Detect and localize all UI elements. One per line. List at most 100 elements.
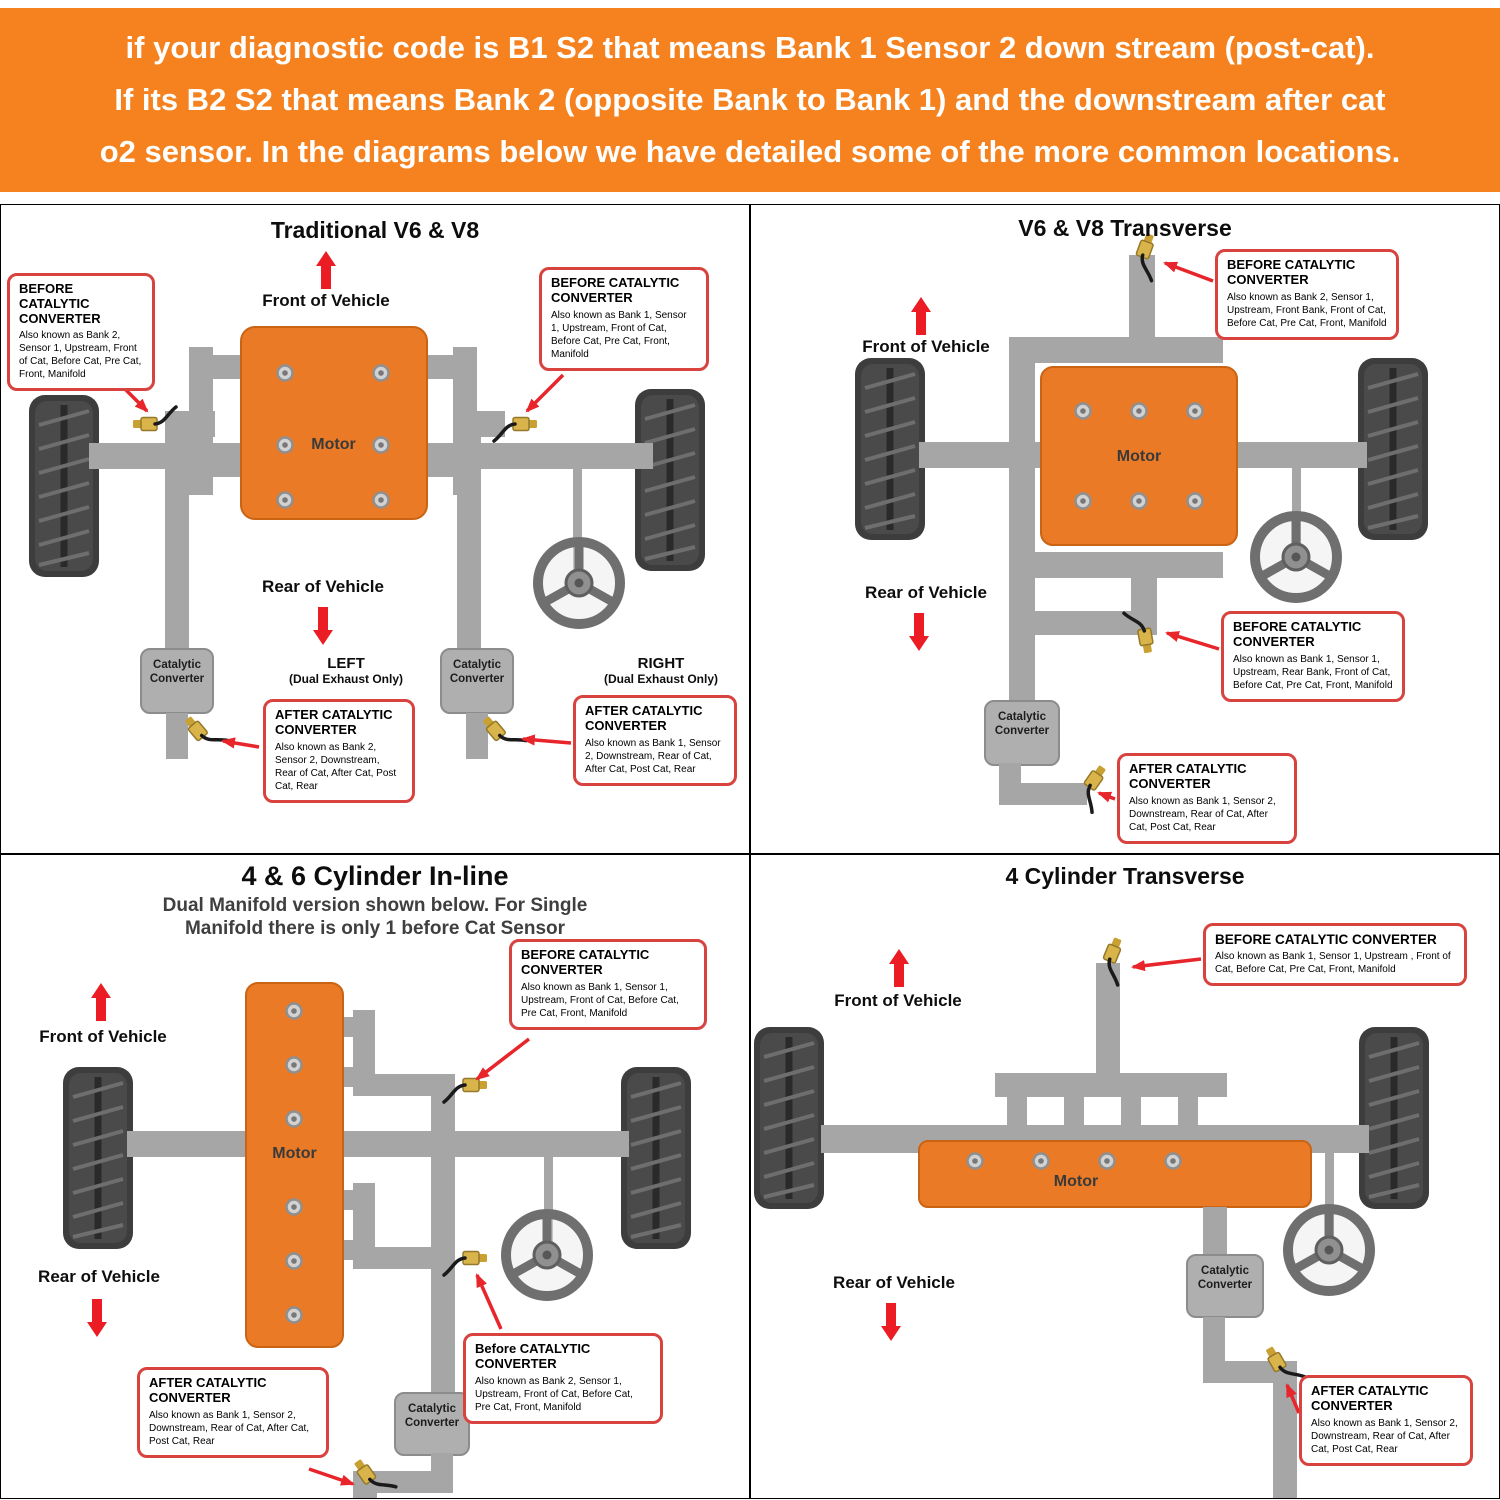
catalytic-converter-label: Catalytic Converter: [404, 1403, 460, 1429]
callout-title: AFTER CATALYTIC CONVERTER: [1311, 1383, 1429, 1413]
bolt-icon: [276, 364, 294, 382]
banner-line-2: If its B2 S2 that means Bank 2 (opposite…: [114, 82, 1386, 117]
panel-subtitle-line2: Manifold there is only 1 before Cat Sens…: [184, 918, 566, 939]
o2-sensor-icon: [478, 705, 528, 758]
exhaust-pipe-shape: [341, 1017, 357, 1037]
tailpipe-shape: [363, 1471, 453, 1493]
callout-before-bank2: Before CATALYTIC CONVERTER Also known as…: [463, 1333, 663, 1424]
o2-sensor-icon: [350, 1449, 398, 1498]
tailpipe-shape: [466, 713, 488, 759]
tire-left-icon: [754, 1027, 824, 1209]
bolt-icon: [285, 1056, 303, 1074]
callout-before-left: BEFORE CATALYTIC CONVERTER Also known as…: [7, 273, 155, 392]
exhaust-pipe-shape: [995, 1073, 1227, 1097]
front-of-vehicle-label: Front of Vehicle: [834, 991, 962, 1010]
bolt-icon: [276, 491, 294, 509]
callout-arrow: [220, 737, 260, 749]
bolt-icon: [1074, 492, 1092, 510]
header-banner: if your diagnostic code is B1 S2 that me…: [0, 8, 1500, 192]
motor-label: Motor: [1053, 1173, 1099, 1190]
o2-sensor-icon: [1071, 761, 1119, 815]
motor-block: [240, 326, 428, 520]
banner-line-3: o2 sensor. In the diagrams below we have…: [99, 134, 1401, 169]
bolt-icon: [1032, 1152, 1050, 1170]
callout-arrow: [520, 734, 572, 746]
left-label: LEFT: [327, 655, 365, 672]
bolt-icon: [1130, 402, 1148, 420]
right-sub-label: (Dual Exhaust Only): [603, 672, 719, 686]
callout-title: BEFORE CATALYTIC CONVERTER: [551, 275, 680, 305]
steering-wheel-icon: [1288, 1209, 1370, 1291]
o2-sensor-icon: [442, 1249, 489, 1277]
callout-title: AFTER CATALYTIC CONVERTER: [149, 1375, 267, 1405]
callout-body: Also known as Bank 1, Sensor 2, Downstre…: [149, 1409, 310, 1447]
diagram-grid: Traditional V6 & V8 Front of Vehicle Rea…: [0, 204, 1500, 1499]
tire-left-icon: [63, 1067, 133, 1249]
front-arrow-icon: [889, 949, 909, 987]
catalytic-converter-label: Catalytic Converter: [1197, 1265, 1253, 1291]
tailpipe-shape: [353, 1471, 377, 1498]
exhaust-pipe-shape: [1064, 1097, 1084, 1145]
exhaust-pipe-shape: [1009, 337, 1035, 703]
tire-left-icon: [855, 358, 925, 540]
axle-shape: [821, 1125, 1369, 1153]
callout-before-rear-bank: BEFORE CATALYTIC CONVERTER Also known as…: [1221, 611, 1405, 702]
front-of-vehicle-label: Front of Vehicle: [862, 337, 990, 356]
callout-body: Also known as Bank 2, Sensor 1, Upstream…: [19, 330, 142, 381]
exhaust-pipe-shape: [1007, 1097, 1027, 1145]
callout-title: BEFORE CATALYTIC CONVERTER: [1233, 619, 1362, 649]
right-label: RIGHT: [637, 655, 685, 672]
exhaust-pipe-shape: [353, 1074, 455, 1096]
rear-arrow-icon: [87, 1299, 107, 1337]
callout-title: BEFORE CATALYTIC CONVERTER: [1227, 257, 1356, 287]
callout-arrow: [308, 1467, 355, 1486]
exhaust-pipe-shape: [353, 1183, 375, 1269]
callout-title: AFTER CATALYTIC CONVERTER: [275, 707, 393, 737]
exhaust-pipe-shape: [1121, 1097, 1141, 1145]
o2-sensor-icon: [1122, 607, 1157, 658]
panel-title: 4 & 6 Cylinder In-line: [241, 861, 509, 891]
exhaust-pipe-shape: [1009, 552, 1223, 578]
bolt-icon: [285, 1198, 303, 1216]
steering-wheel-icon: [506, 1214, 588, 1296]
left-exhaust-label: LEFT (Dual Exhaust Only): [266, 655, 426, 686]
exhaust-pipe-shape: [453, 347, 477, 495]
callout-arrow: [1285, 1383, 1301, 1414]
exhaust-pipe-shape: [341, 1067, 357, 1087]
callout-title: BEFORE CATALYTIC CONVERTER: [521, 947, 650, 977]
axle-shape: [127, 1131, 629, 1157]
callout-arrow: [525, 373, 565, 413]
front-arrow-icon: [911, 297, 931, 335]
callout-body: Also known as Bank 2, Sensor 1, Upstream…: [1227, 291, 1387, 329]
steering-wheel-icon: [538, 542, 620, 624]
bolt-icon: [285, 1110, 303, 1128]
callout-body: Also known as Bank 1, Sensor 2, Downstre…: [1311, 1417, 1458, 1455]
exhaust-pipe-shape: [211, 355, 243, 379]
callout-after-cat: AFTER CATALYTIC CONVERTER Also known as …: [1117, 753, 1297, 844]
callout-body: Also known as Bank 1, Sensor 1, Upstream…: [551, 309, 687, 360]
exhaust-pipe-shape: [425, 355, 457, 379]
callout-after-left: AFTER CATALYTIC CONVERTER Also known as …: [263, 699, 415, 803]
exhaust-pipe-shape: [353, 1010, 375, 1096]
steering-column-shape: [1292, 463, 1301, 559]
exhaust-pipe-shape: [1009, 337, 1223, 363]
steering-column-shape: [1325, 1151, 1334, 1247]
rear-arrow-icon: [313, 607, 333, 645]
front-arrow-icon: [316, 251, 336, 289]
callout-after-cat: AFTER CATALYTIC CONVERTER Also known as …: [137, 1367, 329, 1458]
exhaust-pipe-shape: [457, 411, 481, 653]
panel-4-cylinder-transverse: 4 Cylinder Transverse Front of Vehicle R…: [750, 854, 1500, 1499]
tire-right-icon: [621, 1067, 691, 1249]
callout-title: BEFORE CATALYTIC CONVERTER: [19, 281, 101, 326]
callout-body: Also known as Bank 1, Sensor 1, Upstream…: [1215, 951, 1451, 976]
bolt-icon: [1186, 402, 1204, 420]
callout-arrow: [1097, 791, 1116, 803]
front-of-vehicle-label: Front of Vehicle: [262, 291, 390, 310]
callout-body: Also known as Bank 1, Sensor 1, Upstream…: [1233, 653, 1393, 691]
motor-label: Motor: [1116, 448, 1162, 465]
exhaust-pipe-shape: [189, 347, 213, 495]
callout-after-cat: AFTER CATALYTIC CONVERTER Also known as …: [1299, 1375, 1473, 1466]
tailpipe-shape: [999, 783, 1087, 805]
panel-4-6-cylinder-inline: 4 & 6 Cylinder In-line Dual Manifold ver…: [0, 854, 750, 1499]
rear-arrow-icon: [881, 1303, 901, 1341]
